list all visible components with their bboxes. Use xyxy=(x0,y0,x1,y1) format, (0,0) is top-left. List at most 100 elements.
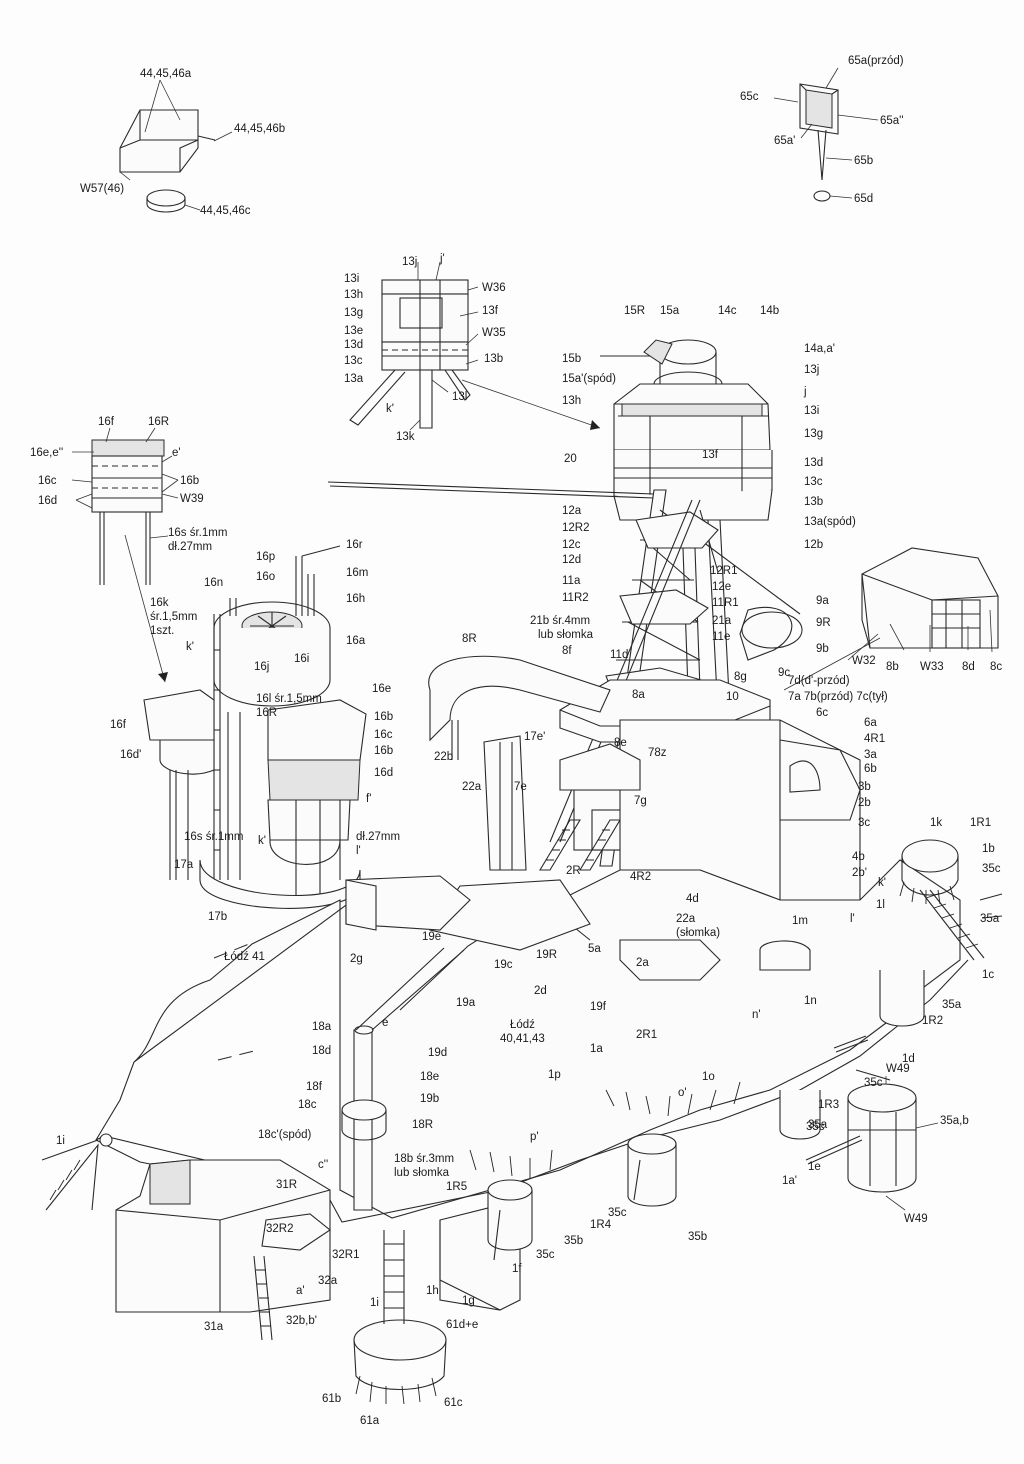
label-k1: k' xyxy=(386,403,394,415)
label-16s: 16s śr.1mm xyxy=(168,527,227,539)
label-18e: 18e xyxy=(420,1071,439,1083)
label-1f: 35b xyxy=(564,1235,583,1247)
label-16k: 16k xyxy=(150,597,169,609)
label-22a-center: 22a xyxy=(676,913,696,925)
label-35a-r1: 35a xyxy=(980,913,1000,925)
label-9c: 9c xyxy=(778,667,790,679)
label-7d: 7d(d'-przód) xyxy=(788,675,850,687)
label-19c: 19c xyxy=(494,959,513,971)
label-3a: 3a xyxy=(864,749,877,761)
label-4R2: 4R2 xyxy=(630,871,651,883)
label-61c: 61c xyxy=(444,1397,463,1409)
hull-deck xyxy=(41,839,1003,1405)
label-13h: 13h xyxy=(344,289,363,301)
label-W49-bottom: W49 xyxy=(904,1213,928,1225)
label-9b: 9b xyxy=(816,643,829,655)
label-13f: 13f xyxy=(482,305,499,317)
label-13k: 13k xyxy=(396,431,415,443)
label-16p: 16p xyxy=(256,551,275,563)
label-15R: 15R xyxy=(624,305,645,317)
label-12c: 12c xyxy=(562,539,581,551)
label-1R3: 1R3 xyxy=(818,1099,839,1111)
crane-cap-detail-16 xyxy=(71,427,179,683)
label-W35: W35 xyxy=(482,327,506,339)
label-l1-deck: l' xyxy=(850,913,855,925)
label-10: 10 xyxy=(726,691,739,703)
label-35b-c2: 35c xyxy=(536,1249,555,1261)
label-16R: 16R xyxy=(148,416,169,428)
label-16e-e2: 16e,e'' xyxy=(30,447,63,459)
label-o1: o' xyxy=(678,1087,687,1099)
label-35c-br: 35c xyxy=(806,1121,825,1133)
label-7g: 7g xyxy=(634,795,647,807)
label-11a: 11a xyxy=(562,575,581,587)
label-11R1: 11R1 xyxy=(712,597,739,609)
label-16i: 16i xyxy=(294,653,309,665)
label-1R4: 1R4 xyxy=(590,1219,612,1231)
label-22b: 22b xyxy=(434,751,453,763)
label-2a: 2a xyxy=(636,957,649,969)
label-16d-crane: f' xyxy=(366,793,371,805)
label-3c: 3c xyxy=(858,817,870,829)
label-20: 20 xyxy=(564,453,577,465)
label-12a: 12a xyxy=(562,505,582,517)
label-18c-spod: 18c'(spód) xyxy=(258,1129,312,1141)
label-13a-spod: 13a(spód) xyxy=(804,516,856,528)
label-c2: c'' xyxy=(318,1159,328,1171)
label-15a: 15a xyxy=(660,305,680,317)
label-1c: 1c xyxy=(982,969,994,981)
label-13e: 13e xyxy=(344,325,363,337)
label-k1-crane: k' xyxy=(186,641,194,653)
label-31R: 31R xyxy=(276,1179,297,1191)
label-2R1: 2R1 xyxy=(636,1029,657,1041)
label-78z: 78z xyxy=(648,747,667,759)
label-slomka: (słomka) xyxy=(676,927,720,939)
label-a1: a' xyxy=(296,1285,305,1297)
label-18c: 18c xyxy=(298,1099,317,1111)
label-12b: 12b xyxy=(804,539,823,551)
label-p1: p' xyxy=(530,1131,539,1143)
label-13h-main: 13h xyxy=(562,395,581,407)
label-2g: 2g xyxy=(350,953,363,965)
label-65c: 65c xyxy=(740,91,759,103)
label-35c-r2: 35c xyxy=(864,1077,883,1089)
label-1m: 1m xyxy=(792,915,808,927)
label-18a: 18a xyxy=(312,1021,332,1033)
label-W39: W39 xyxy=(180,493,204,505)
label-3b: 3b xyxy=(858,781,871,793)
label-16b-1: 16c xyxy=(374,729,393,741)
label-18b: 18b śr.3mm xyxy=(394,1153,454,1165)
label-35c-r1: 35c xyxy=(982,863,1001,875)
label-16m: 16m xyxy=(346,567,368,579)
label-61d-e: 61d+e xyxy=(446,1319,478,1331)
label-19d: 19d xyxy=(428,1047,447,1059)
label-13b: 13b xyxy=(484,353,503,365)
label-32b: 32b,b' xyxy=(286,1315,317,1327)
label-18d: 18d xyxy=(312,1045,331,1057)
label-13i-main: 13i xyxy=(804,405,819,417)
label-16c: 16c xyxy=(38,475,57,487)
label-6c: 6c xyxy=(816,707,828,719)
label-40-41-43: 40,41,43 xyxy=(500,1033,545,1045)
label-13i: 13i xyxy=(344,273,359,285)
label-32a: 32a xyxy=(318,1275,338,1287)
label-2b1: 2b' xyxy=(852,867,867,879)
label-35c-c2: 1f xyxy=(512,1263,522,1275)
label-13d-main: 13d xyxy=(804,457,823,469)
label-11d: 11d xyxy=(610,649,628,661)
label-16e: 16b xyxy=(374,711,393,723)
label-22a-left: 22a xyxy=(462,781,482,793)
label-14a: 14a,a' xyxy=(804,343,835,355)
label-31a: 31a xyxy=(204,1321,224,1333)
label-16n: 16n xyxy=(204,577,223,589)
label-1i: 1i xyxy=(56,1135,65,1147)
label-8a: 8a xyxy=(632,689,645,701)
label-n1: n' xyxy=(752,1009,761,1021)
label-1l: 1l xyxy=(876,899,885,911)
label-1R5: 1R5 xyxy=(446,1181,467,1193)
label-dl27-crane: l' xyxy=(356,845,361,857)
label-1h: 1h xyxy=(426,1285,439,1297)
label-1g: 1g xyxy=(462,1295,475,1307)
label-16o: 16o xyxy=(256,571,275,583)
label-65a1: 65a' xyxy=(774,135,795,147)
